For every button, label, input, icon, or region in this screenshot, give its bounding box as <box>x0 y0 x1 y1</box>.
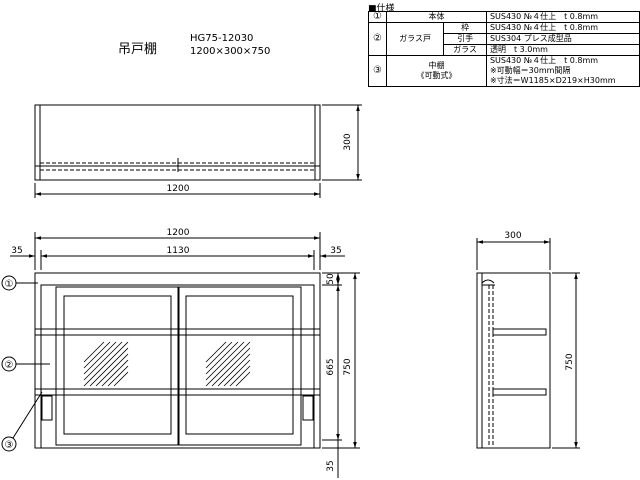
dim-label: 750 <box>343 358 353 375</box>
dim-label: 35 <box>11 246 22 256</box>
callout-label: ① <box>5 279 14 290</box>
spec-heading: ■仕様 <box>368 4 395 14</box>
dim-label: 1200 <box>167 228 190 238</box>
callout-circle <box>1 436 17 452</box>
dim-label: 750 <box>565 353 575 370</box>
spec-name: 中棚 《可動式》 <box>385 55 487 87</box>
dim-label: 35 <box>330 246 341 256</box>
dim-label: 300 <box>504 231 521 241</box>
dim-label: 50 <box>326 273 336 285</box>
top-view <box>34 104 362 198</box>
spec-row: ③ 中棚 《可動式》 SUS430 №４仕上 t 0.8mm ※可動幅＝30mm… <box>368 55 640 87</box>
dim-label: 665 <box>326 358 336 375</box>
spec-row: ガラス 透明 t 3.0mm <box>369 44 640 56</box>
spec-row: ② ガラス戸 枠 SUS430 №４仕上 t 0.8mm <box>368 22 640 56</box>
side-view <box>476 238 580 449</box>
callout-label: ② <box>5 360 14 371</box>
callout-label: ③ <box>5 440 14 451</box>
callout-circle <box>1 356 17 372</box>
product-title: 吊戸棚 <box>118 42 158 57</box>
model-number: HG75-12030 <box>190 33 254 44</box>
dim-label: 300 <box>343 133 353 150</box>
front-view <box>10 232 360 478</box>
dim-label: 1200 <box>167 184 190 194</box>
dim-label: 1130 <box>167 246 190 256</box>
model-block: HG75-12030 1200×300×750 <box>190 32 270 58</box>
spec-name: ガラス戸 <box>385 22 445 56</box>
spec-row: 引手 SUS304 プレス成型品 <box>369 33 640 45</box>
callout-circle <box>1 275 17 291</box>
dim-label: 35 <box>326 460 336 471</box>
spec-value: SUS430 №４仕上 t 0.8mm ※可動幅＝30mm間隔 ※寸法＝W118… <box>485 55 640 87</box>
spec-table: ① 本体 SUS430 №４仕上 t 0.8mm ② ガラス戸 枠 SUS430… <box>368 11 640 87</box>
model-size: 1200×300×750 <box>190 46 271 57</box>
